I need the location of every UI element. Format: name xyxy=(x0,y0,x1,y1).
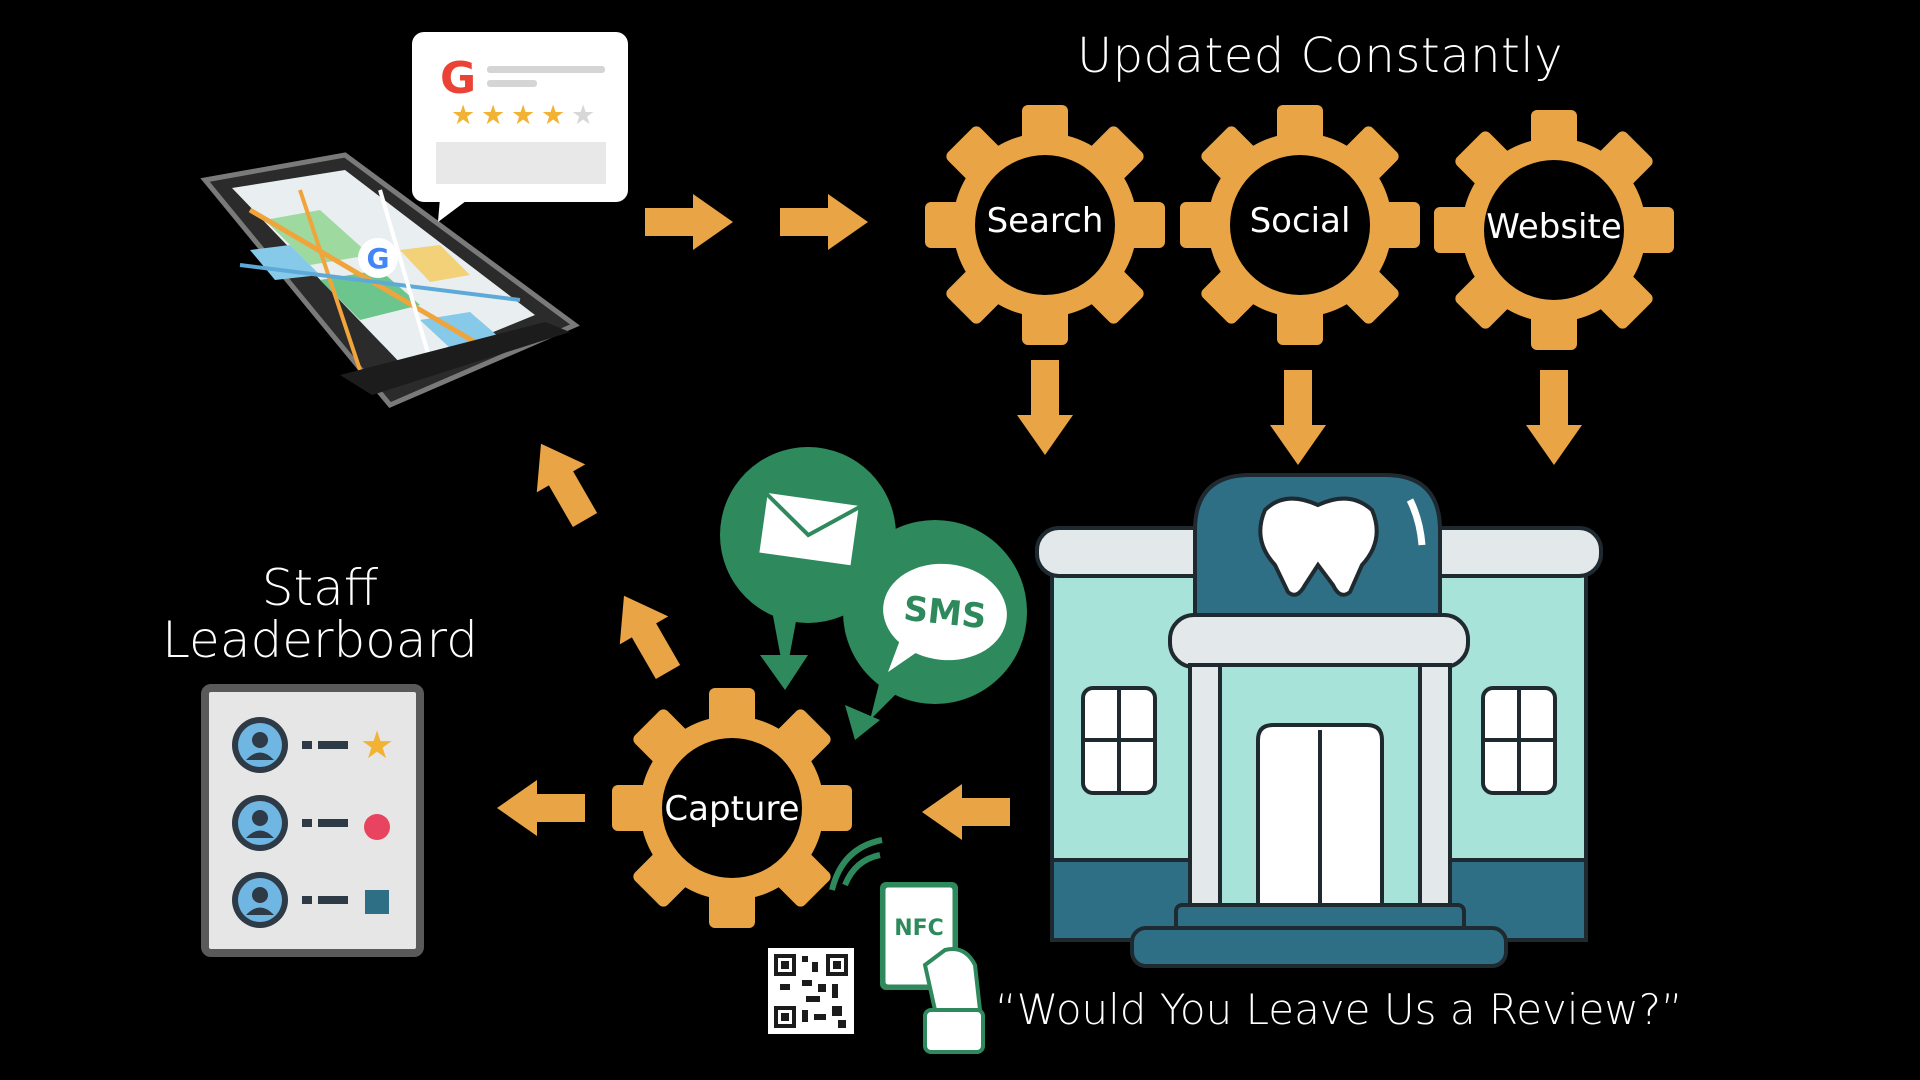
review-request-quote: “Would You Leave Us a Review?” xyxy=(995,985,1683,1034)
sms-bubble-icon: SMS xyxy=(843,520,1027,740)
sms-label: SMS xyxy=(902,589,989,637)
dot-icon xyxy=(364,814,390,840)
arrow-left-icon xyxy=(922,784,1010,840)
leaderboard-title-line1: Staff xyxy=(261,559,379,617)
avatar-icon xyxy=(232,717,288,773)
nfc-label: NFC xyxy=(894,916,944,941)
gear-social-label: Social xyxy=(1250,201,1351,241)
avatar-icon xyxy=(232,795,288,851)
arrow-left-icon xyxy=(497,780,585,836)
arrow-right-icon xyxy=(645,194,733,250)
svg-text:★: ★ xyxy=(481,100,505,131)
gear-website-label: Website xyxy=(1486,207,1622,247)
square-icon xyxy=(365,890,389,914)
leaderboard-title: Staff Leaderboard xyxy=(140,562,500,666)
arrow-down-icon xyxy=(1526,370,1582,465)
leaderboard-title-line2: Leaderboard xyxy=(162,611,478,669)
arrow-up-icon xyxy=(599,581,693,686)
star-icon: ★ xyxy=(360,723,394,767)
svg-text:★: ★ xyxy=(511,100,535,131)
avatar-icon xyxy=(232,872,288,928)
svg-text:★: ★ xyxy=(451,100,475,131)
qr-code-icon xyxy=(768,948,854,1034)
google-review-card: G ★ ★ ★ ★ ★ xyxy=(412,32,628,222)
nfc-card-icon: NFC xyxy=(880,882,985,1054)
leaderboard-card: ★ xyxy=(201,684,424,957)
smartphone-map-icon: G xyxy=(200,152,580,409)
diagram-title: Updated Constantly xyxy=(1076,28,1564,84)
svg-text:★: ★ xyxy=(541,100,565,131)
gear-capture-label: Capture xyxy=(664,789,799,829)
star-rating-icon: ★ ★ ★ ★ ★ xyxy=(451,100,595,131)
dental-office-building xyxy=(1035,473,1603,968)
arrow-down-icon xyxy=(1270,370,1326,465)
arrow-right-icon xyxy=(780,194,868,250)
gear-search-label: Search xyxy=(987,201,1104,241)
arrow-down-icon xyxy=(1017,360,1073,455)
svg-text:★: ★ xyxy=(571,100,595,131)
google-logo: G xyxy=(440,53,476,104)
arrow-up-icon xyxy=(516,429,610,534)
nfc-signal-icon xyxy=(829,837,883,891)
phone-google-logo: G xyxy=(367,242,390,275)
